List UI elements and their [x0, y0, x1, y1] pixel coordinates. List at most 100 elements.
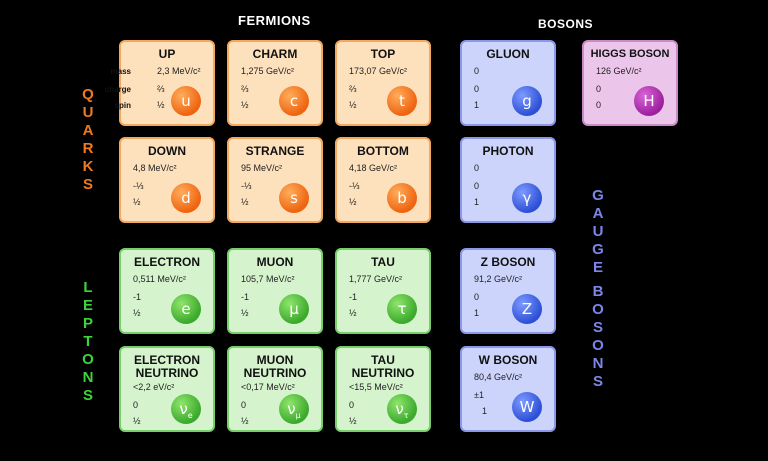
quarks-label: Q U A R K S: [82, 86, 94, 193]
particle-card-muon-neutrino: MUON NEUTRINO <0,17 MeV/c² 0 ½ νμ: [227, 346, 323, 432]
particle-charge: ⅔: [241, 84, 249, 94]
particle-card-muon: MUON 105,7 MeV/c² -1 ½ μ: [227, 248, 323, 334]
particle-spin: ½: [157, 100, 165, 110]
particle-card-electron: ELECTRON 0,511 MeV/c² -1 ½ e: [119, 248, 215, 334]
particle-spin: ½: [241, 100, 249, 110]
particle-spin: 1: [474, 100, 480, 110]
nu-glyph: ν: [287, 400, 296, 418]
gauge-bosons-label: B O S O N S: [592, 283, 604, 390]
particle-name: DOWN: [148, 144, 186, 158]
particle-name: ELECTRON: [134, 255, 200, 269]
mass-label: mass: [110, 67, 131, 76]
particle-name: MUON: [256, 255, 294, 269]
particle-name: UP: [158, 47, 176, 61]
bosons-header: BOSONS: [538, 17, 594, 31]
particle-mass: <2,2 eV/c²: [133, 382, 175, 392]
particle-mass: 1,275 GeV/c²: [241, 66, 295, 76]
particle-name: CHARM: [252, 47, 298, 61]
particle-mass: 4,8 MeV/c²: [133, 163, 177, 173]
particle-mass: 0,511 MeV/c²: [133, 274, 186, 284]
particle-card-electron-neutrino: ELECTRON NEUTRINO <2,2 eV/c² 0 ½ νe: [119, 346, 215, 432]
particle-card-top: TOP 173,07 GeV/c² ⅔ ½ t: [335, 40, 431, 126]
particle-mass: 0: [474, 66, 480, 76]
particle-card-up: UP mass charge spin 2,3 MeV/c² ⅔ ½ u: [105, 40, 215, 126]
particle-spin: 0: [596, 100, 602, 110]
particle-name: TOP: [370, 47, 396, 61]
spin-label: spin: [114, 101, 131, 110]
muon-symbol-icon: μ: [279, 294, 309, 324]
particle-mass: 91,2 GeV/c²: [474, 274, 523, 284]
particle-charge: 0: [474, 181, 480, 191]
particle-name: ELECTRON NEUTRINO: [134, 353, 200, 380]
wboson-symbol-icon: W: [512, 392, 542, 422]
particle-mass: 1,777 GeV/c²: [349, 274, 403, 284]
particle-spin: 1: [482, 406, 488, 416]
gauge-label: G A U G E: [592, 187, 604, 276]
nu-glyph: ν: [395, 400, 404, 418]
strange-symbol-icon: s: [279, 183, 309, 213]
particle-charge: 0: [133, 400, 139, 410]
particle-charge: ±1: [474, 390, 484, 400]
top-symbol-icon: t: [387, 86, 417, 116]
particle-mass: 105,7 MeV/c²: [241, 274, 295, 284]
particle-name: MUON NEUTRINO: [243, 353, 307, 380]
tau-neutrino-symbol-icon: ντ: [387, 394, 417, 424]
particle-name: TAU: [371, 255, 395, 269]
particle-card-down: DOWN 4,8 MeV/c² -⅓ ½ d: [119, 137, 215, 223]
particle-spin: ½: [349, 197, 357, 207]
photon-symbol-icon: γ: [512, 183, 542, 213]
particle-charge: -1: [241, 292, 250, 302]
particle-spin: ½: [133, 308, 141, 318]
electron-symbol-icon: e: [171, 294, 201, 324]
particle-charge: -⅓: [241, 181, 252, 191]
gluon-symbol-icon: g: [512, 86, 542, 116]
up-symbol-icon: u: [171, 86, 201, 116]
charm-symbol-icon: c: [279, 86, 309, 116]
particle-card-wboson: W BOSON 80,4 GeV/c² ±1 1 W: [460, 346, 556, 432]
particle-spin: 1: [474, 308, 480, 318]
tau-symbol-icon: τ: [387, 294, 417, 324]
particle-mass: 95 MeV/c²: [241, 163, 283, 173]
particle-charge: -⅓: [133, 181, 144, 191]
charge-label: charge: [104, 85, 131, 94]
particle-card-bottom: BOTTOM 4,18 GeV/c² -⅓ ½ b: [335, 137, 431, 223]
higgs-symbol-icon: H: [634, 86, 664, 116]
particle-spin: ½: [133, 197, 141, 207]
particle-charge: -1: [133, 292, 142, 302]
muon-neutrino-symbol-icon: νμ: [279, 394, 309, 424]
particle-name: W BOSON: [478, 353, 538, 367]
particle-card-tau: TAU 1,777 GeV/c² -1 ½ τ: [335, 248, 431, 334]
particle-card-zboson: Z BOSON 91,2 GeV/c² 0 1 Z: [460, 248, 556, 334]
nu-subscript: μ: [295, 411, 301, 420]
particle-charge: -⅓: [349, 181, 360, 191]
particle-charge: ⅔: [349, 84, 357, 94]
particle-spin: ½: [349, 308, 357, 318]
particle-card-tau-neutrino: TAU NEUTRINO <15,5 MeV/c² 0 ½ ντ: [335, 346, 431, 432]
particle-mass: 0: [474, 163, 480, 173]
particle-mass: 126 GeV/c²: [596, 66, 642, 76]
particle-charge: -1: [349, 292, 358, 302]
particle-name: GLUON: [486, 47, 530, 61]
particle-name: STRANGE: [245, 144, 305, 158]
particle-card-strange: STRANGE 95 MeV/c² -⅓ ½ s: [227, 137, 323, 223]
particle-charge: 0: [596, 84, 602, 94]
particle-spin: ½: [349, 416, 357, 426]
particle-spin: ½: [133, 416, 141, 426]
particle-card-photon: PHOTON 0 0 1 γ: [460, 137, 556, 223]
nu-subscript: τ: [403, 411, 409, 420]
electron-neutrino-symbol-icon: νe: [171, 394, 201, 424]
particle-spin: ½: [241, 197, 249, 207]
fermions-header: FERMIONS: [238, 13, 311, 28]
particle-charge: 0: [241, 400, 247, 410]
particle-mass: <15,5 MeV/c²: [349, 382, 403, 392]
particle-mass: <0,17 MeV/c²: [241, 382, 295, 392]
particle-spin: ½: [241, 308, 249, 318]
particle-name: BOTTOM: [357, 144, 409, 158]
bottom-symbol-icon: b: [387, 183, 417, 213]
particle-card-charm: CHARM 1,275 GeV/c² ⅔ ½ c: [227, 40, 323, 126]
particle-charge: 0: [474, 292, 480, 302]
particle-name: Z BOSON: [480, 255, 536, 269]
particle-spin: ½: [241, 416, 249, 426]
particle-charge: 0: [349, 400, 355, 410]
particle-card-gluon: GLUON 0 0 1 g: [460, 40, 556, 126]
